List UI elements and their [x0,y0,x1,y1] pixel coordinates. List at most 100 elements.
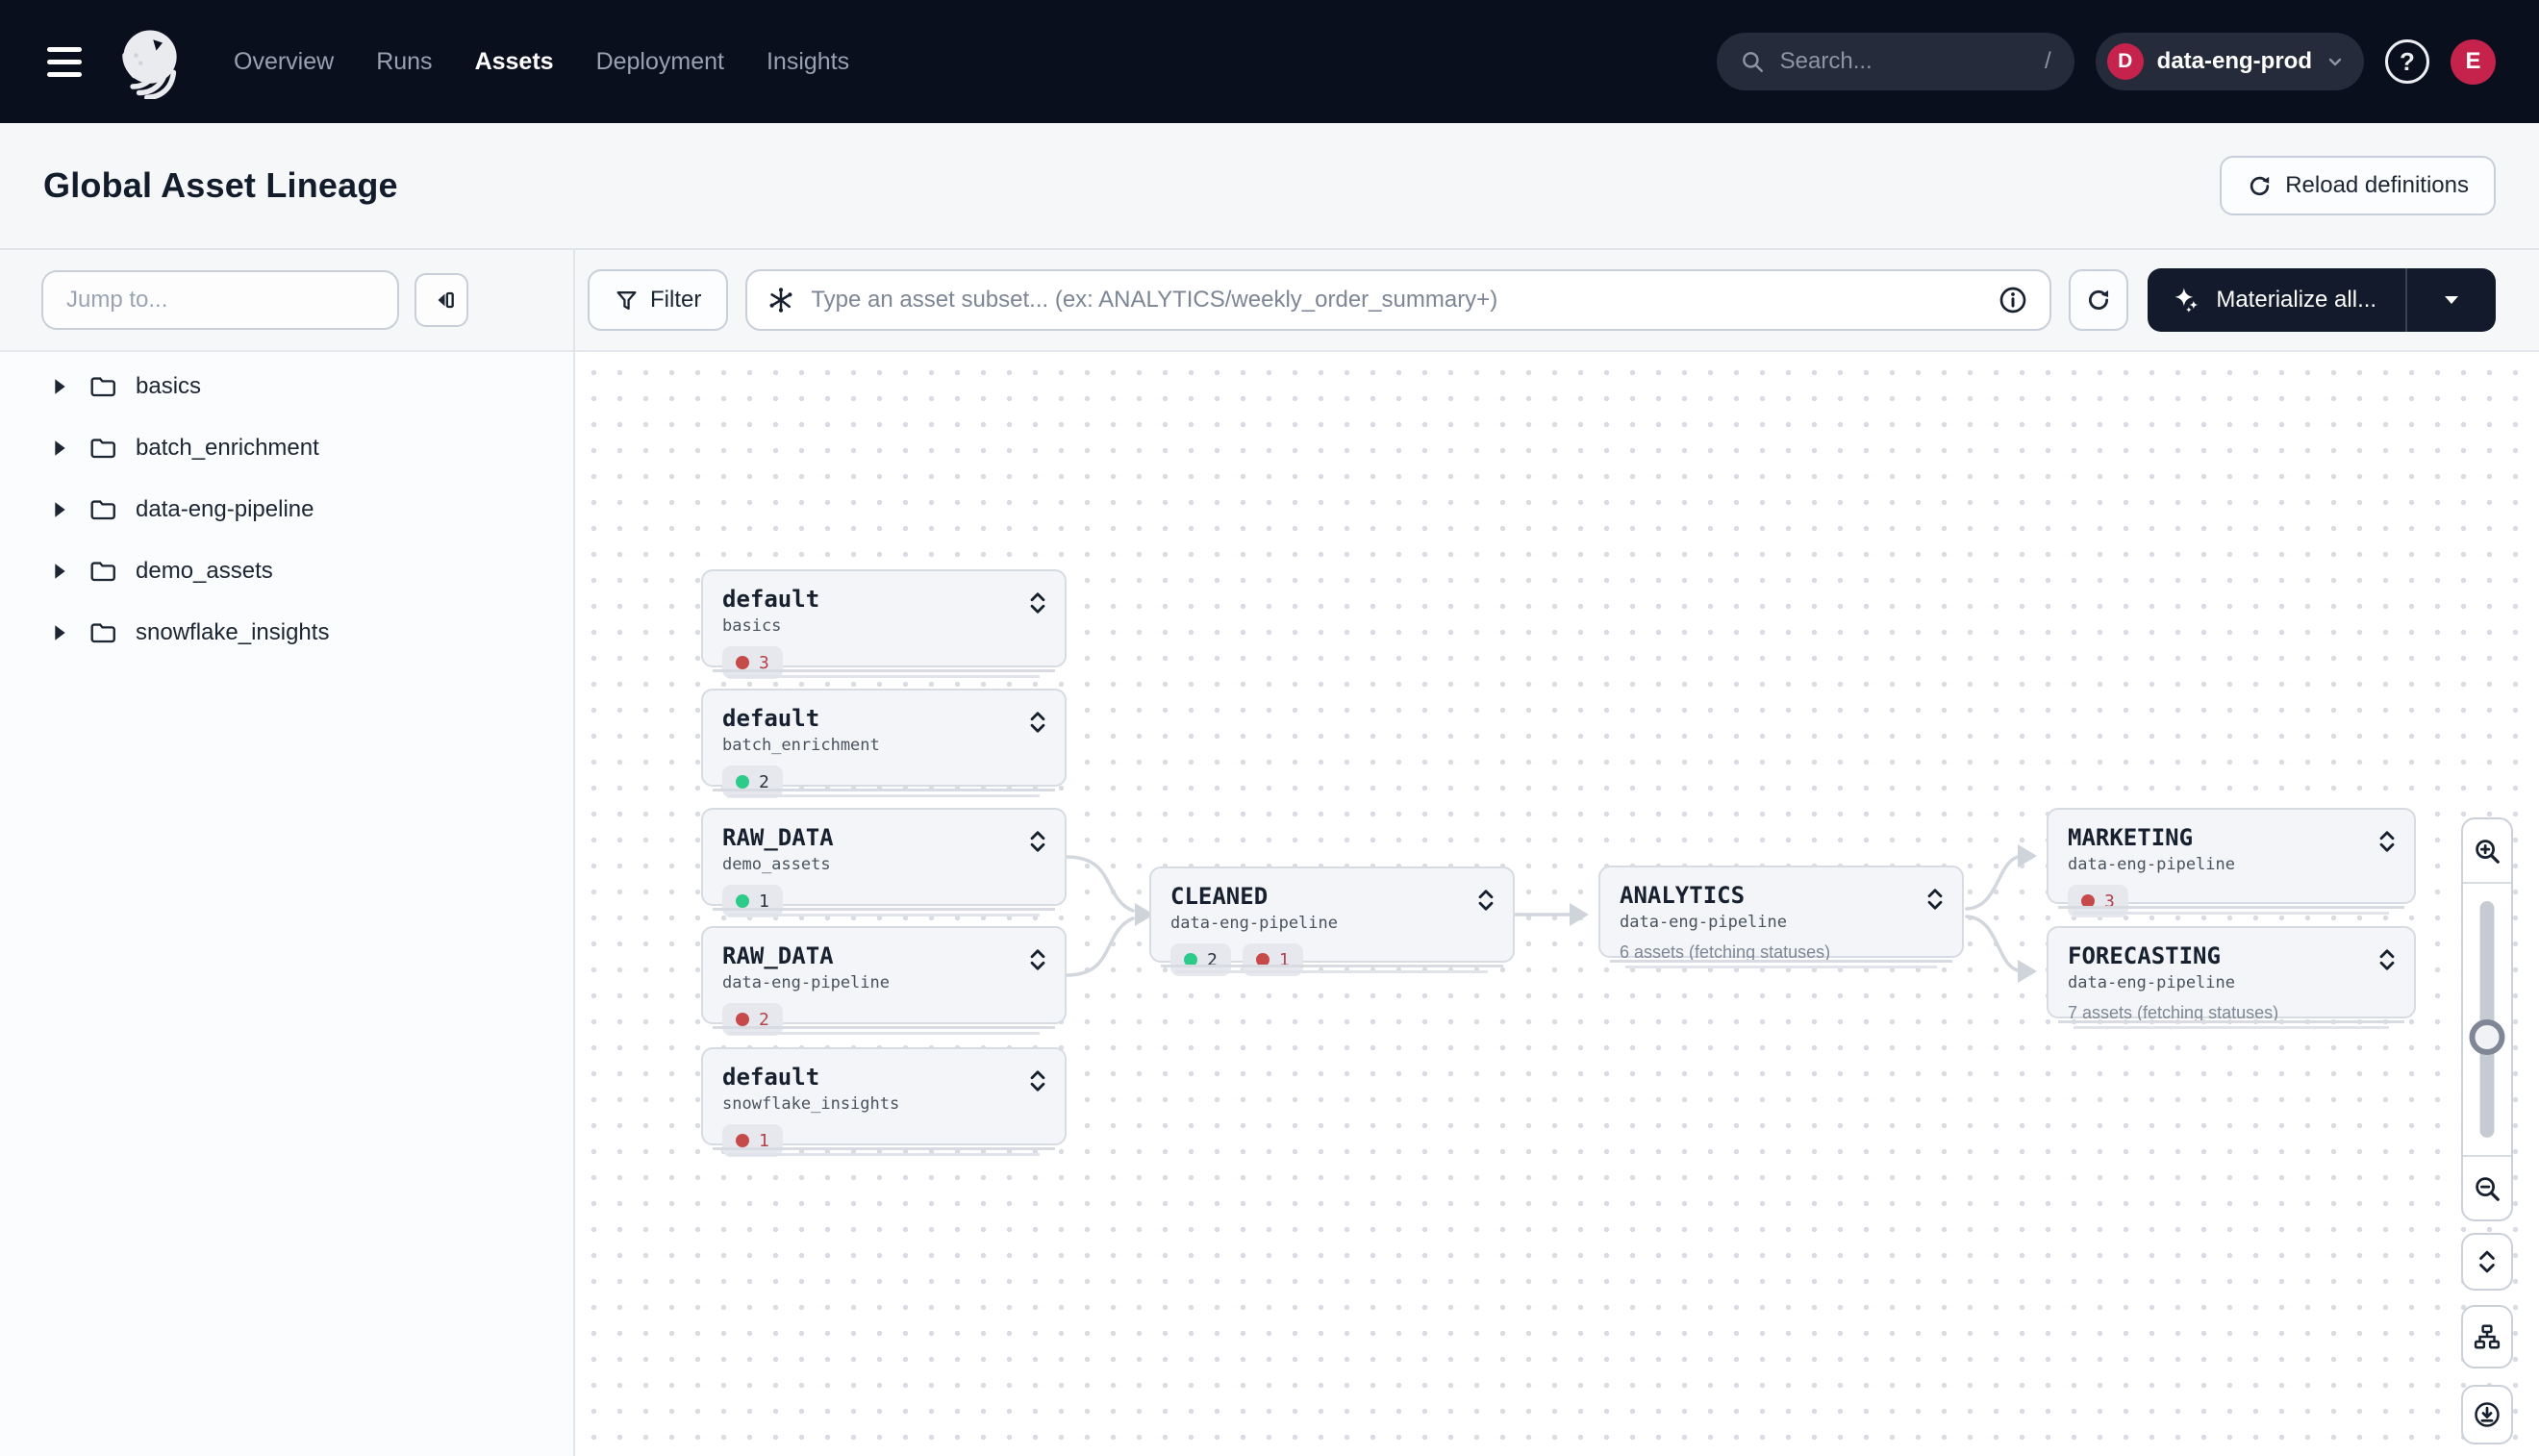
node-subtitle: data-eng-pipeline [2068,973,2235,992]
download-graph-button[interactable] [2461,1385,2513,1444]
expand-collapse-icon[interactable] [2377,947,2397,972]
status-badge-error: 1 [1242,943,1303,976]
caret-right-icon[interactable] [50,502,69,517]
asset-groups-sidebar: basics batch_enrichment [0,250,575,1456]
sidebar-toolbar [0,250,573,352]
node-subtitle: data-eng-pipeline [722,973,890,992]
node-status-note: 7 assets (fetching statuses) [2068,1003,2279,1022]
info-icon [2000,287,2026,314]
node-title: FORECASTING [2068,942,2221,969]
asset-subset-input[interactable] [745,269,2052,331]
node-title: RAW_DATA [722,942,834,969]
zoom-slider-thumb[interactable] [2469,1019,2505,1055]
chevron-down-icon [2328,58,2342,66]
sidebar-item-snowflake-insights[interactable]: snowflake_insights [0,602,573,664]
expand-collapse-icon[interactable] [1028,1068,1047,1093]
top-navigation: Overview Runs Assets Deployment Insights… [0,0,2539,123]
avatar-initial: E [2465,48,2481,74]
caret-right-icon[interactable] [50,379,69,394]
asset-subset-icon [767,286,795,314]
nav-overview[interactable]: Overview [234,47,335,75]
content-row: basics batch_enrichment [0,250,2539,1456]
search-input[interactable] [1777,47,2031,76]
sidebar-item-batch-enrichment[interactable]: batch_enrichment [0,417,573,479]
lineage-canvas[interactable]: default basics 3 default batch_enrichmen… [575,352,2539,1456]
download-icon [2475,1402,2500,1427]
refresh-graph-button[interactable] [2069,269,2129,331]
sidebar-item-basics[interactable]: basics [0,356,573,417]
expand-collapse-icon[interactable] [1476,888,1496,913]
caret-right-icon[interactable] [50,564,69,579]
collapse-panel-icon [438,291,454,309]
status-badge-success: 2 [722,766,783,798]
group-node-rawdata-demo-assets[interactable]: RAW_DATA demo_assets 1 [701,808,1067,917]
jump-to-input[interactable] [41,270,399,330]
filter-funnel-icon [616,290,637,310]
expand-all-groups-button[interactable] [2461,1233,2513,1291]
subset-info-button[interactable] [1998,285,2028,315]
expand-collapse-icon[interactable] [2377,829,2397,854]
success-dot-icon [736,775,749,789]
group-label: batch_enrichment [136,435,319,461]
zoom-out-button[interactable] [2463,1155,2511,1219]
layout-direction-button[interactable] [2461,1305,2513,1368]
zoom-in-button[interactable] [2463,819,2511,884]
expand-collapse-icon[interactable] [1028,710,1047,735]
group-label: demo_assets [136,558,273,584]
sparkles-icon [2174,288,2199,314]
expand-collapse-icon [2479,1250,2495,1273]
nav-right-cluster: / D data-eng-prod ? E [1716,33,2496,90]
expand-collapse-icon[interactable] [1028,947,1047,972]
node-subtitle: basics [722,616,782,636]
caret-right-icon[interactable] [50,440,69,456]
folder-icon [90,560,116,583]
nav-assets[interactable]: Assets [474,47,554,75]
lineage-toolbar: Filter [575,250,2539,352]
user-avatar[interactable]: E [2451,38,2496,85]
zoom-in-icon [2476,839,2500,864]
materialize-options-button[interactable] [2405,268,2496,332]
node-subtitle: data-eng-pipeline [1620,913,1787,932]
nav-insights[interactable]: Insights [766,47,850,75]
lineage-main-pane: Filter [575,250,2539,1456]
deployment-switcher[interactable]: D data-eng-prod [2095,33,2364,90]
group-node-cleaned[interactable]: CLEANED data-eng-pipeline 2 1 [1149,866,1515,976]
expand-collapse-icon[interactable] [1028,590,1047,615]
nav-runs[interactable]: Runs [376,47,433,75]
node-title: default [722,705,820,732]
dagster-logo[interactable] [113,24,188,99]
expand-collapse-icon[interactable] [1925,887,1945,912]
badge-count: 2 [759,771,769,792]
filter-button[interactable]: Filter [588,269,729,331]
group-node-marketing[interactable]: MARKETING data-eng-pipeline 3 [2047,808,2416,917]
help-button[interactable]: ? [2385,39,2429,84]
global-search[interactable]: / [1716,33,2074,90]
badge-count: 3 [759,652,769,673]
sidebar-item-demo-assets[interactable]: demo_assets [0,540,573,602]
group-node-forecasting[interactable]: FORECASTING data-eng-pipeline 7 assets (… [2047,926,2416,1029]
caret-right-icon[interactable] [50,625,69,640]
zoom-slider[interactable] [2463,884,2511,1155]
nav-deployment[interactable]: Deployment [595,47,724,75]
reload-definitions-label: Reload definitions [2285,172,2469,198]
collapse-sidebar-button[interactable] [415,273,468,327]
error-dot-icon [736,1013,749,1026]
status-badge-error: 1 [722,1124,783,1157]
reload-definitions-button[interactable]: Reload definitions [2220,156,2496,215]
sidebar-item-data-eng-pipeline[interactable]: data-eng-pipeline [0,479,573,540]
asset-subset-field [745,269,2052,331]
expand-collapse-icon[interactable] [1028,829,1047,854]
hamburger-menu-button[interactable] [43,40,86,83]
error-dot-icon [736,1134,749,1147]
group-label: data-eng-pipeline [136,496,314,522]
group-node-rawdata-data-eng-pipeline[interactable]: RAW_DATA data-eng-pipeline 2 [701,926,1067,1036]
node-title: MARKETING [2068,824,2194,851]
materialize-all-button[interactable]: Materialize all... [2148,268,2405,332]
status-badge-error: 3 [2068,885,2128,917]
group-node-analytics[interactable]: ANALYTICS data-eng-pipeline 6 assets (fe… [1598,866,1964,968]
badge-count: 1 [1278,949,1290,970]
group-node-default-snowflake-insights[interactable]: default snowflake_insights 1 [701,1047,1067,1157]
group-node-default-basics[interactable]: default basics 3 [701,569,1067,679]
group-node-default-batch-enrichment[interactable]: default batch_enrichment 2 [701,689,1067,798]
filter-label: Filter [650,287,702,313]
